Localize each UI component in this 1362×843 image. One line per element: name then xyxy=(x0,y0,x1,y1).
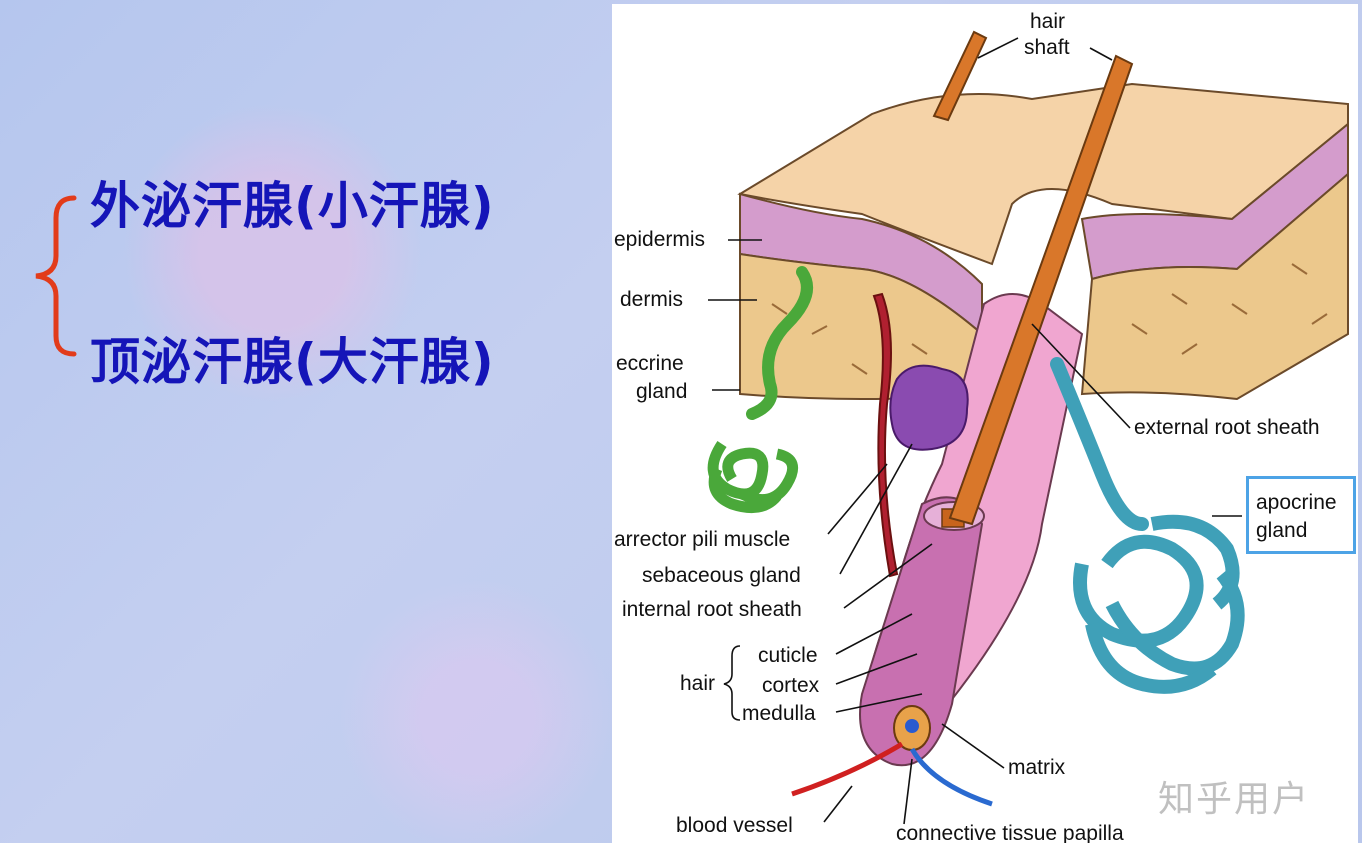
watermark: 知乎用户 xyxy=(1158,779,1311,820)
apocrine-coil xyxy=(1073,514,1245,694)
label-hair-group: hair xyxy=(680,672,715,695)
curly-brace-icon xyxy=(35,195,77,357)
label-external-root-sheath: external root sheath xyxy=(1134,416,1320,439)
eccrine-duct xyxy=(746,266,813,420)
apocrine-duct xyxy=(1050,357,1149,531)
label-apocrine-1: apocrine xyxy=(1256,491,1337,514)
label-cuticle: cuticle xyxy=(758,644,818,667)
skin-anatomy-figure: hair shaft epidermis dermis eccrine glan… xyxy=(612,4,1358,843)
label-hair-shaft-1: hair xyxy=(1030,10,1065,33)
arrector-pili-muscle xyxy=(872,292,899,578)
blood-vessel-vein xyxy=(909,747,993,807)
label-medulla: medulla xyxy=(742,702,816,725)
label-papilla: connective tissue papilla xyxy=(896,822,1124,843)
label-cortex: cortex xyxy=(762,674,820,697)
eccrine-title: 外泌汗腺(小汗腺) xyxy=(90,177,495,235)
skin-diagram: hair shaft epidermis dermis eccrine glan… xyxy=(614,10,1349,843)
left-panel: 外泌汗腺(小汗腺) 顶泌汗腺(大汗腺) xyxy=(0,0,612,843)
label-apocrine-2: gland xyxy=(1256,519,1308,542)
hair-shaft-main xyxy=(948,54,1134,526)
label-arrector-pili: arrector pili muscle xyxy=(614,528,790,551)
dermis-texture xyxy=(771,263,1328,375)
label-epidermis: epidermis xyxy=(614,228,705,251)
label-dermis: dermis xyxy=(620,288,683,311)
label-eccrine-1: eccrine xyxy=(616,352,684,375)
apocrine-title: 顶泌汗腺(大汗腺) xyxy=(90,333,495,391)
label-internal-root-sheath: internal root sheath xyxy=(622,598,802,621)
label-sebaceous: sebaceous gland xyxy=(642,564,801,587)
label-matrix: matrix xyxy=(1008,756,1066,779)
hair-shaft-small xyxy=(932,30,988,122)
skin-top-surface xyxy=(737,82,1349,266)
eccrine-coil xyxy=(707,440,799,514)
sebaceous-gland xyxy=(889,364,969,451)
hair-group-brace xyxy=(723,645,741,721)
label-blood-vessel: blood vessel xyxy=(676,814,793,837)
apocrine-label-box: apocrine gland xyxy=(1246,476,1356,554)
blood-vessel-artery xyxy=(791,741,904,797)
dermis-layer xyxy=(739,252,983,400)
leader-lines xyxy=(708,37,1242,825)
label-hair-shaft-2: shaft xyxy=(1024,36,1070,59)
dermis-layer-right xyxy=(1080,171,1349,401)
label-eccrine-2: gland xyxy=(636,380,687,403)
